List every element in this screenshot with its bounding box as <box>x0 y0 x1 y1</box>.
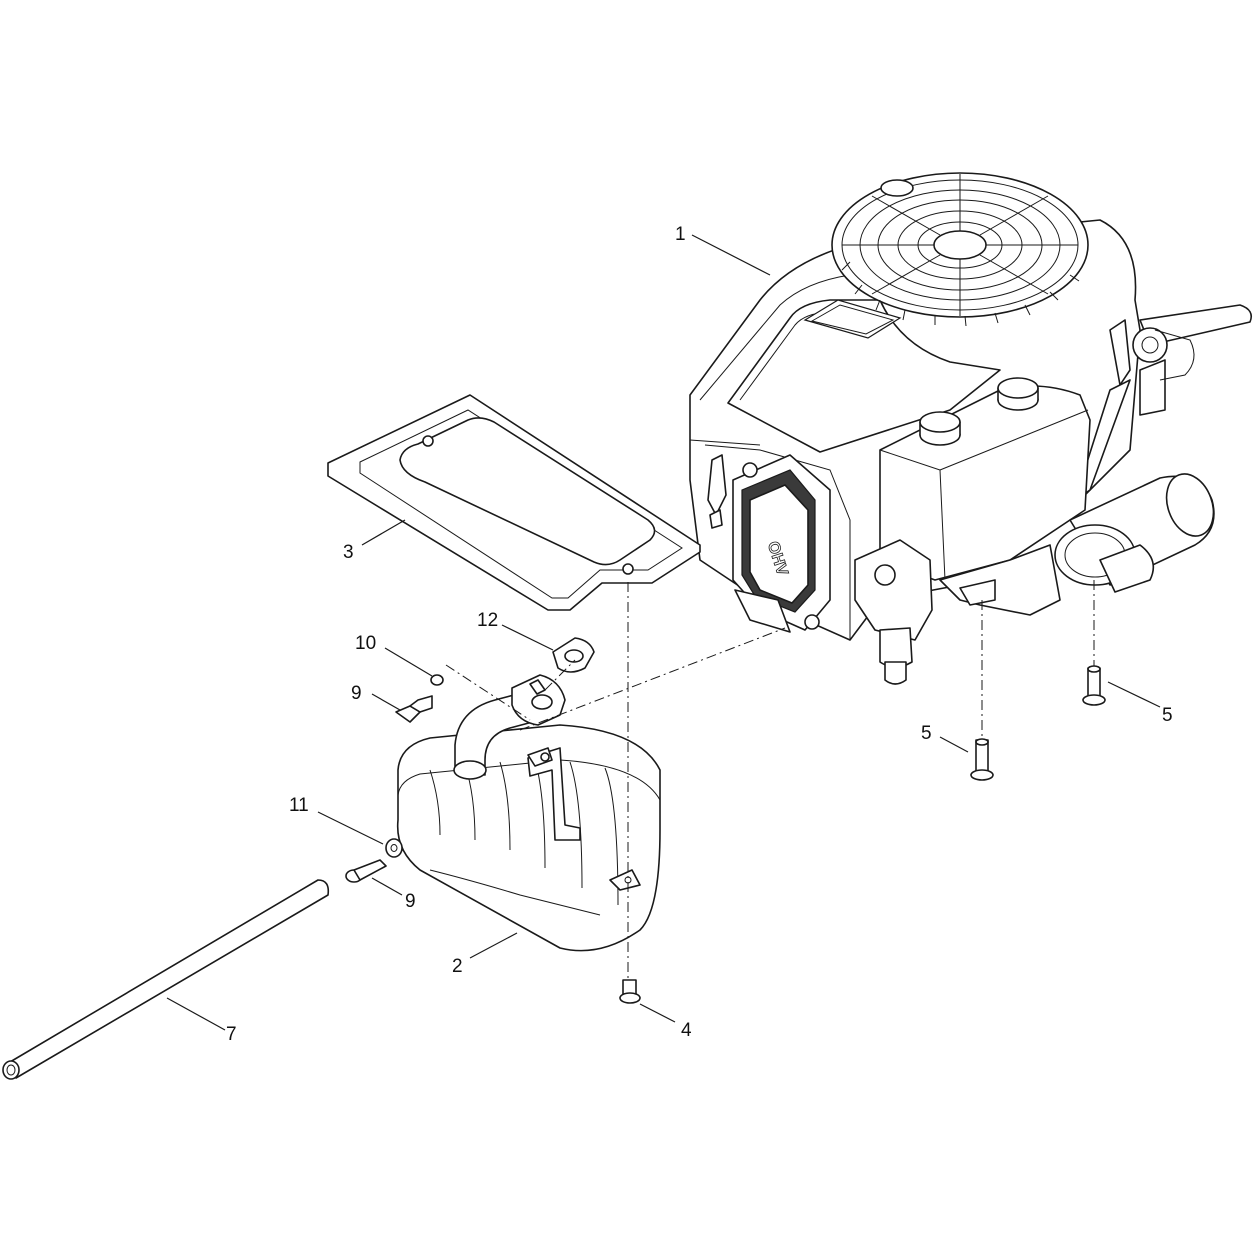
engine: OHV <box>689 172 1253 685</box>
callout-2: 2 <box>452 956 463 977</box>
engine-mount-bolt-front <box>970 738 994 781</box>
shield-bolt <box>619 979 641 1004</box>
exhaust-flange-screw <box>395 695 433 723</box>
callout-1: 1 <box>675 224 686 245</box>
flywheel-screen <box>831 172 1089 327</box>
assembly-lines <box>445 580 1095 978</box>
heat-shield <box>327 394 701 611</box>
callout-5-rear: 5 <box>1162 705 1173 726</box>
callout-5-front: 5 <box>921 723 932 744</box>
callout-11: 11 <box>289 795 309 816</box>
muffler-side-screw <box>345 859 387 883</box>
muffler <box>396 674 661 952</box>
valve-cover: OHV <box>732 454 831 631</box>
callout-7: 7 <box>226 1024 237 1045</box>
callout-12: 12 <box>477 610 498 631</box>
engine-mount-bolt-rear <box>1082 665 1106 706</box>
oil-filter <box>1054 473 1215 593</box>
callout-9-upper: 9 <box>351 683 362 704</box>
exhaust-gasket <box>552 637 595 673</box>
lock-washer <box>430 674 444 686</box>
callouts: 1 2 3 4 5 5 7 9 9 10 11 12 <box>226 224 1173 1045</box>
callout-10: 10 <box>355 633 376 654</box>
callout-4: 4 <box>681 1020 692 1041</box>
callout-9-lower: 9 <box>405 891 416 912</box>
leader-lines <box>166 234 1161 1031</box>
washer <box>385 838 403 858</box>
callout-3: 3 <box>343 542 354 563</box>
tube <box>2 879 330 1080</box>
